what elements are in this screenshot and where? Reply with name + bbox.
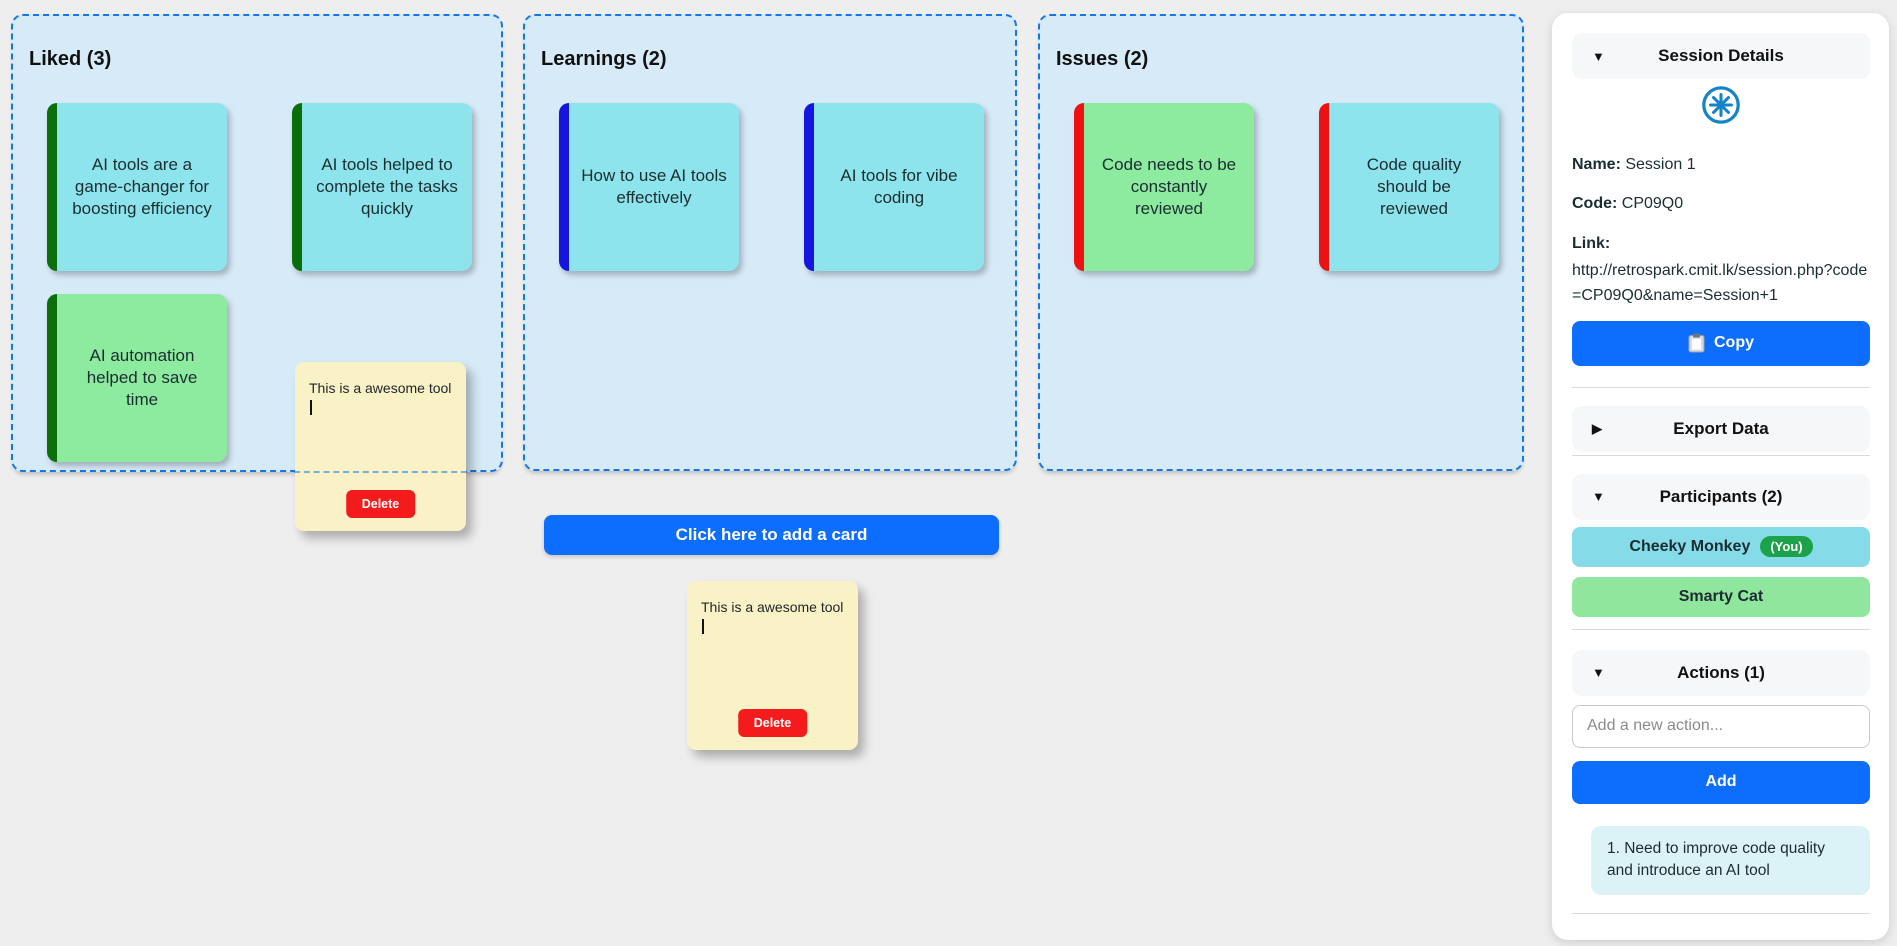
actions-header[interactable]: ▼ Actions (1) [1572, 649, 1870, 696]
name-label: Name: [1572, 156, 1621, 173]
export-data-header[interactable]: ▶ Export Data [1572, 405, 1870, 452]
delete-button[interactable]: Delete [345, 490, 416, 518]
retro-card[interactable]: Code quality should be reviewed [1319, 103, 1499, 271]
card-text: Code quality should be reviewed [1366, 154, 1462, 219]
column-learnings: Learnings (2) How to use AI tools effect… [523, 14, 1017, 471]
divider [1572, 912, 1870, 914]
column-dashed-border-segment [294, 471, 467, 473]
collapse-icon: ▼ [1592, 489, 1605, 505]
card-text: AI tools helped to complete the tasks qu… [316, 154, 458, 219]
copy-link-button[interactable]: Copy [1572, 320, 1870, 366]
session-code-row: Code: CP09Q0 [1572, 193, 1870, 215]
new-action-input[interactable] [1572, 704, 1870, 748]
section-title: Session Details [1658, 46, 1784, 65]
delete-button[interactable]: Delete [737, 709, 808, 737]
session-name-row: Name: Session 1 [1572, 154, 1870, 176]
collapse-icon: ▼ [1592, 665, 1605, 681]
clipboard-icon [1688, 333, 1705, 353]
participant-row: Smarty Cat [1572, 576, 1870, 617]
card-text: AI automation helped to save time [86, 345, 198, 410]
column-liked: Liked (3) AI tools are a game-changer fo… [11, 14, 503, 472]
column-issues: Issues (2) Code needs to be constantly r… [1038, 14, 1524, 471]
participant-row: Cheeky Monkey (You) [1572, 526, 1870, 567]
action-list-item: 1. Need to improve code quality and intr… [1591, 825, 1870, 895]
spinner-wrap [1572, 84, 1870, 126]
name-value: Session 1 [1625, 156, 1696, 173]
divider [1572, 454, 1870, 456]
retro-card[interactable]: AI tools are a game-changer for boosting… [47, 103, 227, 271]
retro-card[interactable]: How to use AI tools effectively [559, 103, 739, 271]
session-link-url: http://retrospark.cmit.lk/session.php?co… [1572, 262, 1868, 304]
card-grid: Code needs to be constantly reviewed Cod… [1074, 103, 1522, 271]
card-text: Code needs to be constantly reviewed [1101, 154, 1237, 219]
sticky-note-text[interactable]: This is a awesome tool [701, 599, 844, 615]
column-title: Learnings (2) [541, 48, 667, 70]
card-grid: AI tools are a game-changer for boosting… [47, 103, 501, 462]
session-link-row: Link: http://retrospark.cmit.lk/session.… [1572, 233, 1870, 309]
loading-spinner-icon [1702, 86, 1740, 124]
link-label: Link: [1572, 234, 1611, 252]
card-text: How to use AI tools effectively [581, 165, 727, 207]
retro-card[interactable]: AI tools for vibe coding [804, 103, 984, 271]
retro-card[interactable]: AI tools helped to complete the tasks qu… [292, 103, 472, 271]
session-sidebar: ▼ Session Details Name: Session 1 Code: … [1552, 13, 1889, 940]
sticky-note[interactable]: This is a awesome tool Delete [687, 581, 858, 750]
sticky-note[interactable]: This is a awesome tool Delete [295, 362, 466, 531]
participants-header[interactable]: ▼ Participants (2) [1572, 473, 1870, 520]
code-label: Code: [1572, 195, 1618, 213]
add-action-button[interactable]: Add [1572, 760, 1870, 804]
code-value: CP09Q0 [1621, 195, 1684, 213]
section-title: Actions (1) [1677, 662, 1765, 682]
sticky-note-text[interactable]: This is a awesome tool [309, 380, 452, 396]
card-text: AI tools for vibe coding [840, 165, 958, 207]
divider [1572, 386, 1870, 388]
participant-name: Cheeky Monkey [1629, 537, 1751, 555]
text-cursor [310, 400, 312, 416]
card-text: AI tools are a game-changer for boosting… [72, 154, 212, 219]
retro-card[interactable]: AI automation helped to save time [47, 294, 227, 462]
add-card-button[interactable]: Click here to add a card [544, 515, 999, 555]
column-title: Issues (2) [1056, 48, 1149, 70]
section-title: Export Data [1673, 418, 1769, 438]
session-details-header[interactable]: ▼ Session Details [1572, 33, 1870, 79]
copy-label: Copy [1714, 334, 1754, 352]
divider [1572, 628, 1870, 630]
section-title: Participants (2) [1659, 486, 1783, 506]
retro-card[interactable]: Code needs to be constantly reviewed [1074, 103, 1254, 271]
card-grid: How to use AI tools effectively AI tools… [559, 103, 1015, 271]
expand-icon: ▶ [1592, 420, 1602, 436]
collapse-icon: ▼ [1592, 48, 1605, 64]
you-badge: (You) [1760, 536, 1813, 558]
text-cursor [702, 619, 704, 635]
participant-name: Smarty Cat [1678, 587, 1764, 605]
column-title: Liked (3) [29, 48, 112, 70]
